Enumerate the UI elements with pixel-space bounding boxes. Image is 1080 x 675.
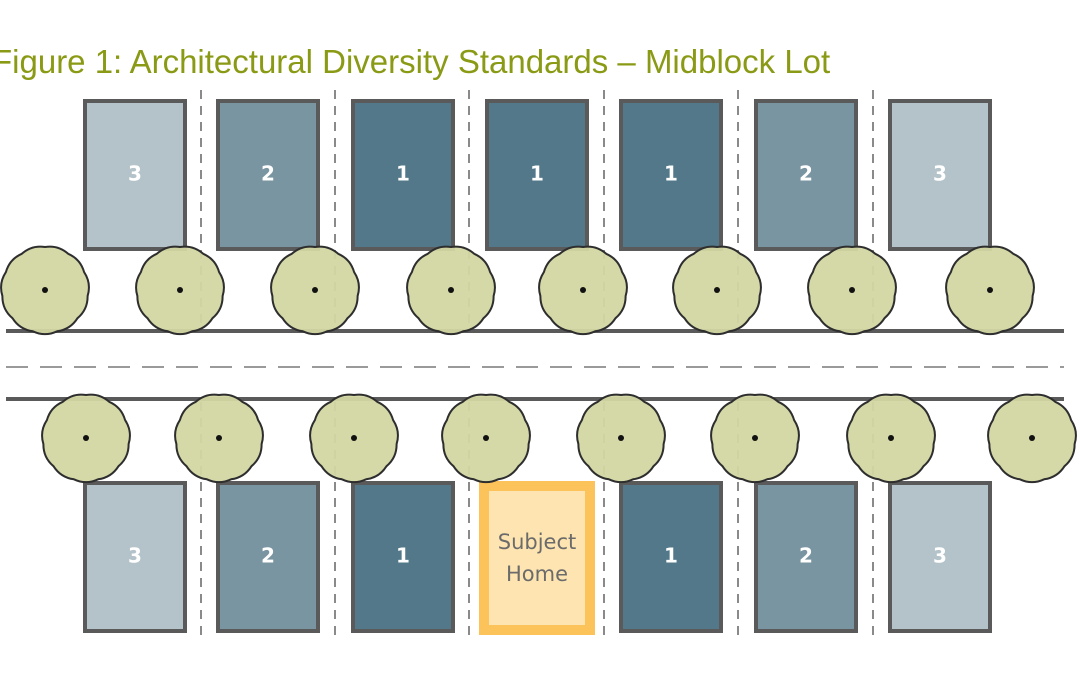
lot-number: 2 (261, 544, 275, 568)
tree-icon (945, 245, 1035, 336)
house-footprint (83, 99, 187, 251)
bottom-house-7: 3 (888, 481, 992, 633)
tree-icon (41, 393, 131, 484)
bottom-house-6: 2 (754, 481, 858, 633)
house-footprint (888, 99, 992, 251)
lot-number: 3 (933, 544, 947, 568)
top-house-2: 2 (216, 99, 320, 251)
subject-home (489, 491, 585, 625)
house-footprint (888, 481, 992, 633)
subject-home-label-line2: Home (506, 562, 568, 586)
house-footprint (216, 99, 320, 251)
tree-icon (576, 393, 666, 484)
bottom-house-5: 1 (619, 481, 723, 633)
tree-icon (406, 245, 496, 336)
top-house-3: 1 (351, 99, 455, 251)
tree-icon (309, 393, 399, 484)
bottom-house-3: 1 (351, 481, 455, 633)
bottom-house-1: 3 (83, 481, 187, 633)
tree-icon (270, 245, 360, 336)
house-footprint (754, 99, 858, 251)
lot-number: 2 (261, 162, 275, 186)
top-house-4: 1 (485, 99, 589, 251)
lot-number: 2 (799, 544, 813, 568)
tree-icon (538, 245, 628, 336)
lot-number: 3 (128, 544, 142, 568)
lot-number: 3 (933, 162, 947, 186)
top-house-7: 3 (888, 99, 992, 251)
lot-number: 1 (664, 544, 678, 568)
tree-icon (672, 245, 762, 336)
lot-number: 1 (396, 162, 410, 186)
top-house-1: 3 (83, 99, 187, 251)
lot-number: 2 (799, 162, 813, 186)
house-footprint (485, 99, 589, 251)
lot-number: 1 (530, 162, 544, 186)
house-footprint (351, 481, 455, 633)
subject-home-label-line1: Subject (498, 530, 577, 554)
tree-icon (174, 393, 264, 484)
bottom-house-2: 2 (216, 481, 320, 633)
tree-icon (441, 393, 531, 484)
tree-icon (807, 245, 897, 336)
top-house-6: 2 (754, 99, 858, 251)
tree-icon (987, 393, 1077, 484)
lot-number: 1 (664, 162, 678, 186)
lot-number: 1 (396, 544, 410, 568)
lot-number: 3 (128, 162, 142, 186)
figure-title: Figure 1: Architectural Diversity Standa… (0, 43, 831, 80)
house-footprint (216, 481, 320, 633)
tree-icon (846, 393, 936, 484)
house-footprint (83, 481, 187, 633)
tree-icon (710, 393, 800, 484)
house-footprint (754, 481, 858, 633)
tree-icon (0, 245, 90, 336)
house-footprint (351, 99, 455, 251)
tree-icon (135, 245, 225, 336)
house-footprint (619, 99, 723, 251)
top-house-5: 1 (619, 99, 723, 251)
house-footprint (619, 481, 723, 633)
